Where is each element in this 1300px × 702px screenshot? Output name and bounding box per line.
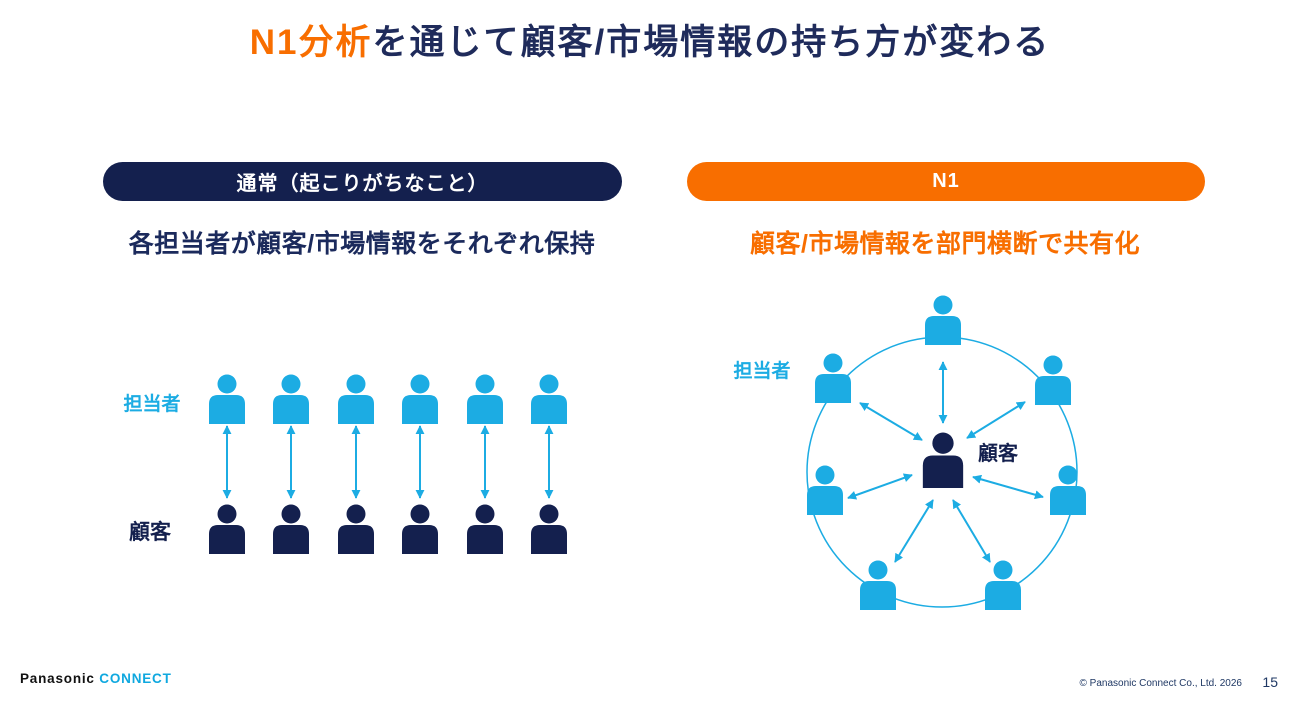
staff-person-icon: [1050, 465, 1086, 515]
two-way-arrow-icon: [859, 402, 923, 441]
staff-person-icon: [209, 374, 245, 424]
right-subtitle: 顧客/市場情報を部門横断で共有化: [750, 230, 1140, 258]
title-highlight: N1分析: [249, 23, 373, 62]
staff-person-icon: [807, 465, 843, 515]
staff-person-icon: [531, 374, 567, 424]
copyright: © Panasonic Connect Co., Ltd. 2026: [1079, 678, 1242, 689]
customer-person-icon: [209, 504, 245, 554]
staff-person-icon: [925, 295, 961, 345]
customer-person-icon: [402, 504, 438, 554]
logo-primary-text: Panasonic: [20, 671, 95, 686]
two-way-arrow-icon: [847, 473, 913, 500]
staff-person-icon: [1035, 355, 1071, 405]
left-badge: 通常（起こりがちなこと）: [103, 162, 622, 201]
customer-person-icon: [922, 432, 964, 488]
staff-person-icon: [273, 374, 309, 424]
title-rest: を通じて顧客/市場情報の持ち方が変わる: [372, 23, 1051, 62]
page-number: 15: [1262, 674, 1278, 690]
staff-person-icon: [985, 560, 1021, 610]
customer-person-icon: [338, 504, 374, 554]
panasonic-connect-logo: Panasonic CONNECT: [20, 671, 172, 686]
customer-person-icon: [531, 504, 567, 554]
two-way-arrow-icon: [952, 499, 991, 563]
customer-person-icon: [467, 504, 503, 554]
logo-secondary-text: CONNECT: [99, 671, 172, 686]
right-badge: N1: [687, 162, 1205, 201]
two-way-arrow-icon: [972, 474, 1044, 500]
staff-label: 担当者: [123, 392, 180, 415]
customer-label: 顧客: [978, 441, 1019, 465]
customer-label: 顧客: [129, 520, 172, 544]
slide-title: N1分析を通じて顧客/市場情報の持ち方が変わる: [0, 22, 1300, 64]
staff-person-icon: [815, 353, 851, 403]
left-subtitle: 各担当者が顧客/市場情報をそれぞれ保持: [128, 230, 596, 258]
staff-label: 担当者: [733, 359, 790, 382]
two-way-arrow-icon: [894, 499, 934, 563]
one-to-one-diagram: 担当者 顧客: [123, 374, 567, 554]
staff-person-icon: [402, 374, 438, 424]
staff-person-icon: [860, 560, 896, 610]
staff-person-icon: [338, 374, 374, 424]
two-way-arrow-icon: [966, 401, 1026, 439]
customer-person-icon: [273, 504, 309, 554]
hub-diagram: 担当者 顧客: [733, 295, 1086, 610]
staff-person-icon: [467, 374, 503, 424]
